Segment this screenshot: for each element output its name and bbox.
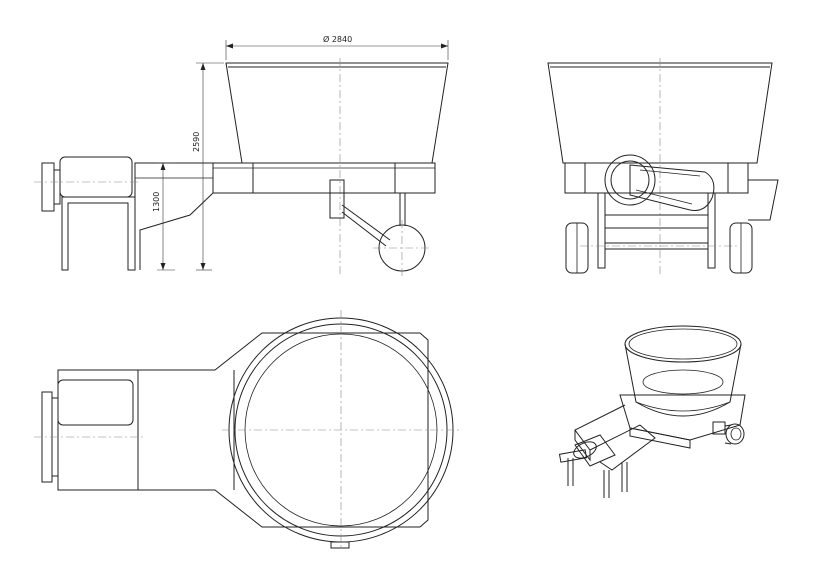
top-view [34,310,460,550]
side-view [547,58,779,275]
height-label: 2590 [192,132,201,152]
diameter-dimension: Ø 2840 [225,34,449,60]
diameter-label: Ø 2840 [323,34,352,44]
frame-height-label: 1300 [152,192,161,212]
height-dimension: 2590 [192,62,224,271]
front-view [34,58,449,276]
frame-height-dimension: 1300 [152,162,175,271]
isometric-view [558,325,746,498]
